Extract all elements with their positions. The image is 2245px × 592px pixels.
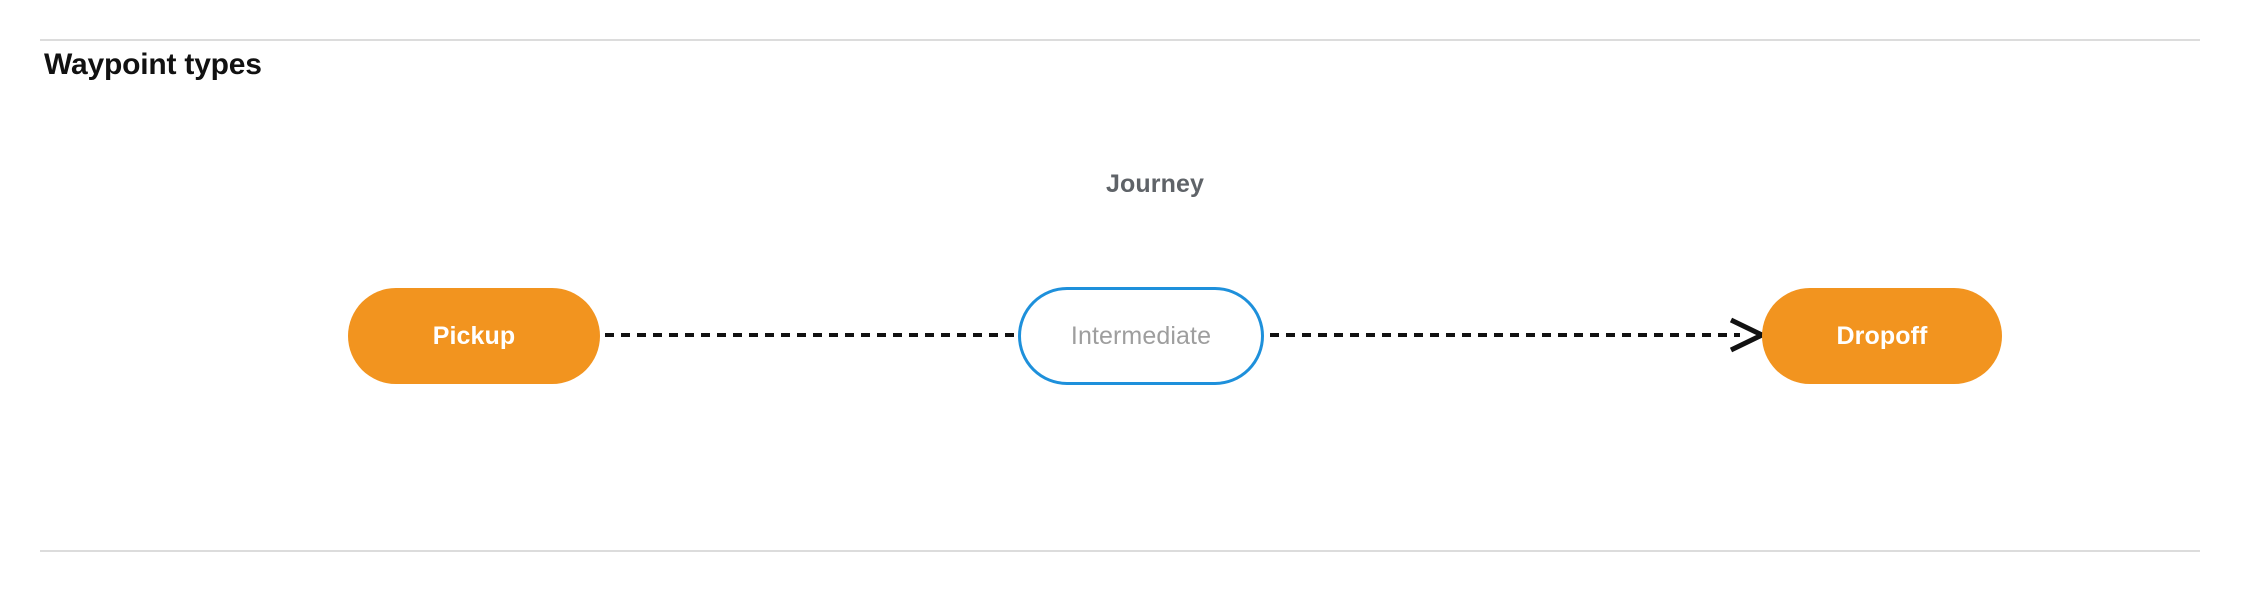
page-title: Waypoint types (44, 48, 262, 81)
waypoint-node-dropoff-label: Dropoff (1836, 321, 1928, 350)
section-divider-top (40, 39, 2200, 41)
waypoint-node-pickup-label: Pickup (432, 321, 516, 350)
waypoint-node-pickup[interactable]: Pickup (348, 288, 600, 384)
journey-group-label: Journey (1106, 170, 1204, 198)
waypoint-node-intermediate[interactable]: Intermediate (1018, 287, 1264, 385)
waypoint-node-intermediate-label: Intermediate (1070, 321, 1212, 350)
waypoint-node-dropoff[interactable]: Dropoff (1762, 288, 2002, 384)
section-divider-bottom (40, 550, 2200, 552)
edge-arrowhead-icon (1729, 317, 1768, 353)
